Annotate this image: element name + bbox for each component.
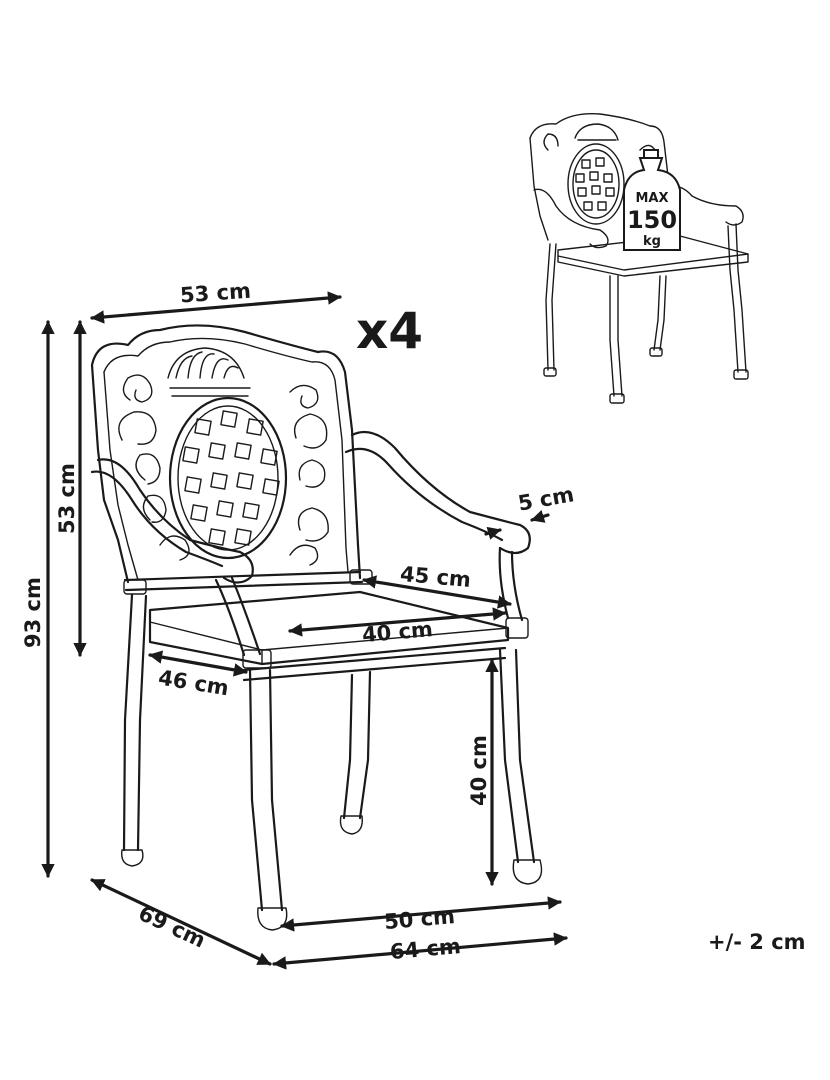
label-total-width: 64 cm xyxy=(389,934,462,964)
chair-illustration xyxy=(90,324,543,931)
label-total-height: 93 cm xyxy=(21,577,45,648)
label-seat-height: 40 cm xyxy=(467,735,491,806)
dim-line-armrest-width-b xyxy=(530,509,550,523)
dim-line-seat-width xyxy=(288,607,507,637)
label-armrest-width: 5 cm xyxy=(516,482,576,515)
label-seat-side: 46 cm xyxy=(157,666,231,701)
medallion-lattice xyxy=(182,410,280,546)
thumbnail-chair: MAX 150 kg xyxy=(529,113,749,404)
dim-line-seat-depth xyxy=(362,575,512,609)
label-total-depth: 69 cm xyxy=(135,901,209,953)
dim-line-back-width xyxy=(90,291,342,324)
dim-line-total-width xyxy=(272,932,568,970)
tolerance-label: +/- 2 cm xyxy=(708,930,806,954)
label-back-height: 53 cm xyxy=(55,463,79,534)
max-load-weight-icon: MAX 150 kg xyxy=(623,149,681,251)
max-load-value: 150 xyxy=(627,206,677,234)
label-seat-width: 40 cm xyxy=(361,617,434,647)
dim-line-armrest-width-a xyxy=(484,526,502,540)
dim-line-base-width xyxy=(280,896,562,932)
dim-line-total-depth xyxy=(90,878,272,966)
dimension-lines xyxy=(41,291,568,970)
label-back-width: 53 cm xyxy=(179,279,251,308)
quantity-label: x4 xyxy=(356,302,423,360)
max-load-top: MAX xyxy=(635,191,668,206)
label-base-width: 50 cm xyxy=(383,904,456,934)
dim-line-seat-side xyxy=(148,650,248,677)
max-load-unit: kg xyxy=(643,234,661,249)
